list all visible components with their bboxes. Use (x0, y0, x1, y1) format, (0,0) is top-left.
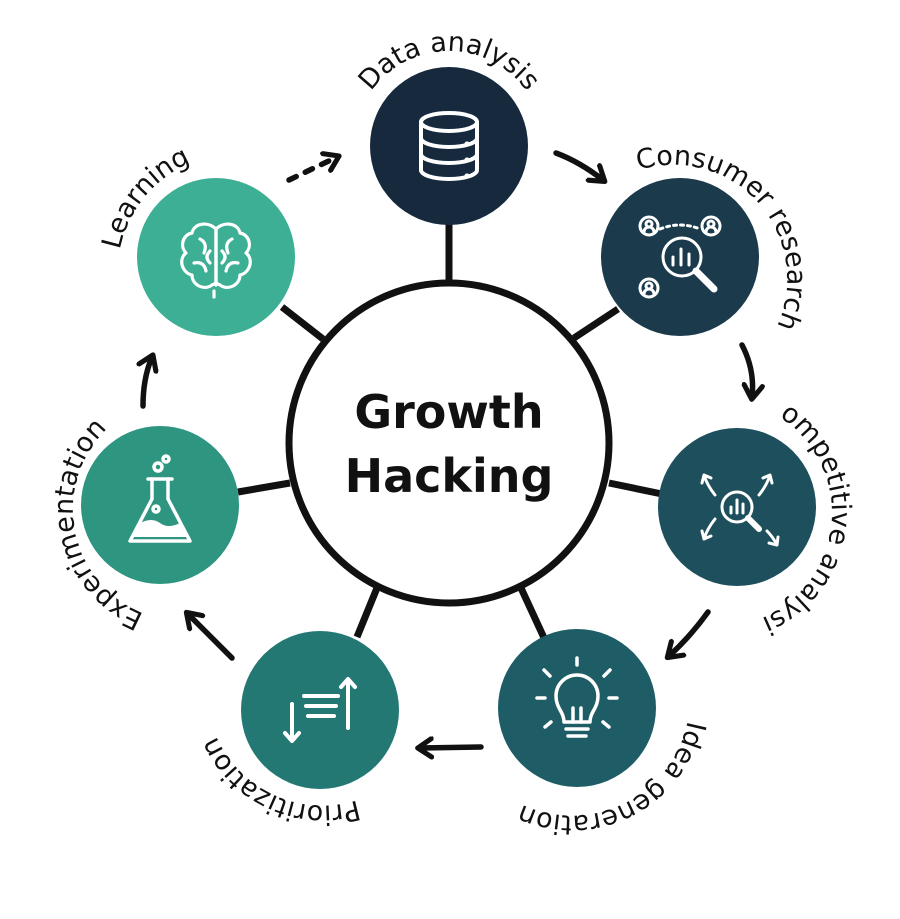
arrow-exper-to-learning (143, 357, 152, 409)
node-prioritization (241, 631, 399, 789)
spoke-competitive-analysis (608, 479, 663, 498)
center-title-line1: Growth (354, 385, 543, 439)
node-experimentation (81, 426, 239, 584)
arrow-learning-to-data (286, 157, 337, 183)
database-icon (419, 111, 479, 181)
arrow-prior-to-exper (188, 614, 235, 661)
lightbulb-icon (535, 656, 619, 738)
arrow-competitive-to-idea (669, 609, 711, 656)
spoke-learning (279, 304, 326, 342)
spoke-experimentation (237, 479, 291, 496)
spoke-consumer-research (572, 306, 620, 341)
center-circle (285, 279, 613, 607)
spoke-idea-generation (517, 586, 549, 642)
arrow-consumer-to-competitive (739, 342, 753, 397)
node-idea-generation (498, 629, 656, 787)
flask-icon (128, 454, 192, 543)
spoke-prioritization (353, 586, 381, 639)
brain-icon (180, 222, 252, 299)
arrow-data-to-consumer (553, 150, 603, 180)
cycle-arrows (143, 150, 753, 748)
arrow-idea-to-prior (420, 747, 484, 748)
research-magnifier-icon (638, 215, 722, 299)
center-title-line2: Hacking (345, 449, 554, 503)
sort-priority-icon (283, 677, 357, 743)
spokes (237, 222, 663, 642)
analysis-arrows-icon (700, 473, 780, 547)
